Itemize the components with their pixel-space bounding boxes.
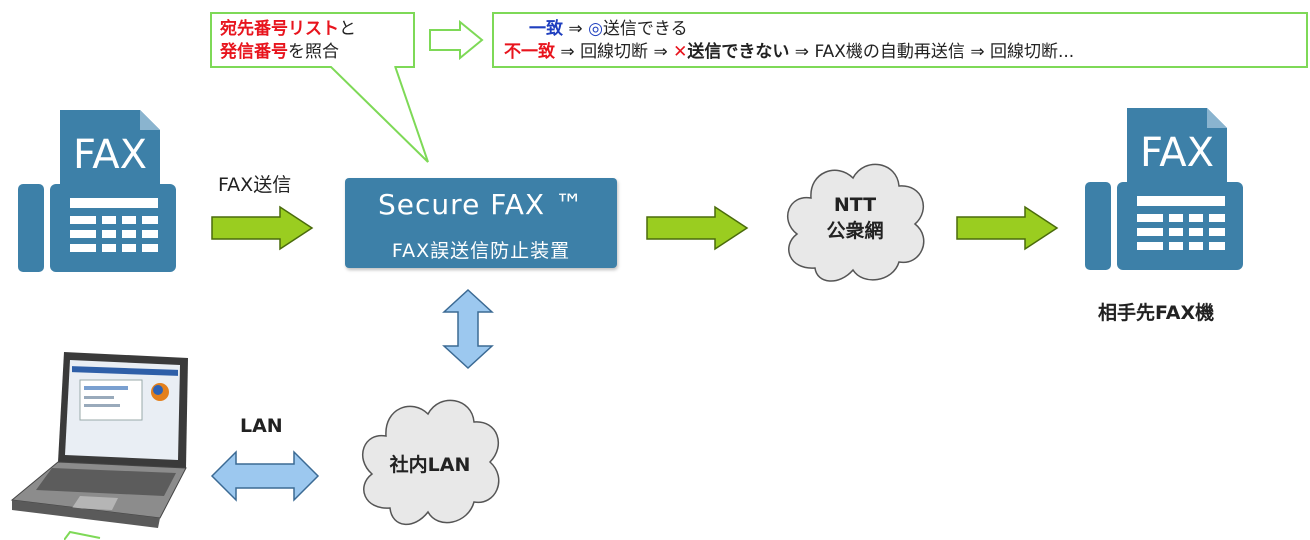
internal-lan-cloud-icon: [361, 399, 500, 526]
ntt-network-cloud-icon: [786, 163, 925, 282]
secure-fax-subtitle: FAX誤送信防止装置: [391, 240, 571, 262]
check-condition-callout: 宛先番号リストと 発信番号を照合: [210, 12, 415, 68]
send-ok-text: 送信できる: [602, 19, 688, 39]
result-explanation-box: 一致 ⇒ ◎送信できる 不一致 ⇒ 回線切断 ⇒ ✕送信できない ⇒ FAX機の…: [492, 12, 1308, 68]
sender-fax-icon: FAX: [18, 110, 176, 272]
internal-lan-label: 社内LAN: [389, 454, 471, 476]
destination-fax-label: 相手先FAX機: [1098, 302, 1215, 324]
green-arrow-3: [956, 205, 1059, 251]
fax-send-label: FAX送信: [218, 174, 292, 196]
svg-text:FAX: FAX: [73, 132, 147, 178]
cross-icon: ✕: [673, 42, 688, 62]
horizontal-double-arrow-icon: [210, 450, 320, 502]
caller-number-label: 発信番号: [220, 42, 288, 62]
destination-list-label: 宛先番号リスト: [220, 19, 339, 39]
callout-pointer: [330, 66, 429, 163]
ntt-network-label: NTT 公衆網: [826, 194, 884, 242]
green-arrow-1: [211, 205, 314, 251]
vertical-double-arrow-icon: [442, 288, 494, 370]
pointer-fragment: [64, 530, 101, 540]
svg-text:FAX: FAX: [1140, 130, 1214, 176]
mismatch-label: 不一致: [504, 42, 555, 62]
outline-arrow-icon: [429, 20, 484, 60]
double-circle-icon: ◎: [588, 19, 603, 39]
send-blocked-text: 送信できない: [687, 42, 790, 62]
lan-label: LAN: [240, 415, 283, 437]
secure-fax-device: Secure FAX ™ FAX誤送信防止装置: [345, 178, 617, 268]
green-arrow-2: [646, 205, 749, 251]
laptop-icon: [10, 352, 188, 528]
secure-fax-title: Secure FAX ™: [378, 188, 584, 221]
destination-fax-icon: FAX: [1085, 108, 1243, 270]
match-label: 一致: [529, 19, 563, 39]
